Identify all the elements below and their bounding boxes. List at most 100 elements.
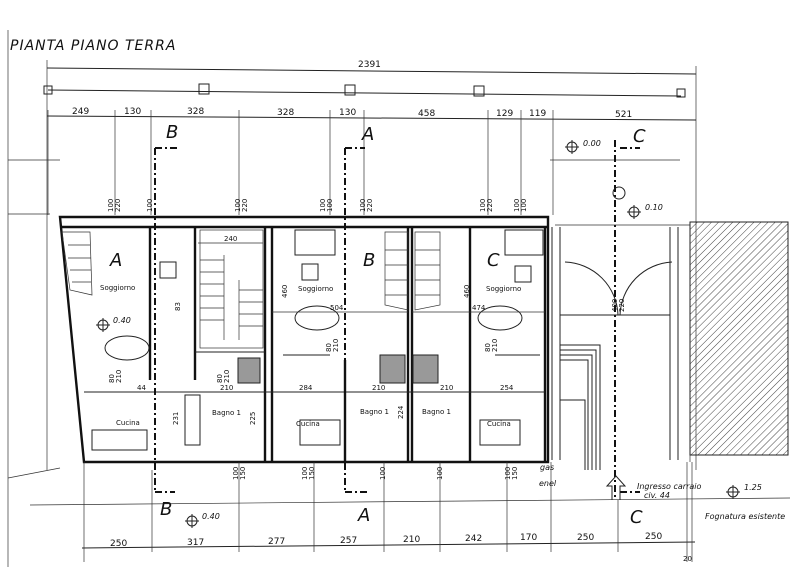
plan-title: PIANTA PIANO TERRA	[10, 38, 176, 54]
svg-text:100: 100	[234, 199, 242, 212]
garage-dim: 400	[611, 299, 619, 312]
svg-text:100: 100	[319, 199, 327, 212]
room-label-cucina: Cucina	[116, 419, 140, 427]
svg-text:100: 100	[479, 199, 487, 212]
inner-dim: 254	[500, 384, 514, 392]
garage	[551, 140, 679, 500]
svg-text:80: 80	[325, 343, 333, 352]
inner-dim: 460	[281, 285, 289, 298]
garage-dim: 220	[618, 299, 626, 312]
furniture	[91, 229, 544, 451]
svg-text:20: 20	[683, 555, 692, 563]
elevation-label: 1.25	[744, 483, 762, 492]
dim-label: 129	[496, 109, 513, 119]
svg-text:277: 277	[268, 537, 285, 547]
room-label-bagno: Bagno 1	[422, 408, 451, 416]
dim-label: 130	[339, 108, 356, 118]
svg-text:250: 250	[645, 532, 662, 542]
elevation-label: 0.40	[202, 512, 220, 521]
section-a-top: A	[361, 124, 374, 145]
svg-text:250: 250	[577, 533, 594, 543]
room-label-cucina: Cucina	[296, 420, 320, 428]
inner-dim: 474	[472, 304, 486, 312]
bottom-dimension-row: 250 317 277 257 210 242 170 250 250 20	[81, 462, 696, 563]
stairs	[61, 229, 441, 349]
dim-label: 328	[277, 108, 294, 118]
section-c-top: C	[633, 126, 646, 147]
unit-c-label: C	[487, 250, 500, 271]
hatched-area	[689, 221, 789, 456]
dim-label: 521	[615, 110, 632, 120]
unit-a-label: A	[109, 250, 122, 271]
svg-text:210: 210	[223, 370, 231, 383]
room-label-soggiorno: Soggiorno	[298, 285, 333, 293]
dim-label: 458	[418, 109, 435, 119]
elevation-label: 0.10	[645, 203, 663, 212]
svg-text:80: 80	[108, 374, 116, 383]
svg-text:100: 100	[326, 199, 334, 212]
room-label-bagno: Bagno 1	[360, 408, 389, 416]
inner-dim: 210	[220, 384, 233, 392]
inner-dim: 83	[174, 302, 182, 311]
svg-text:100: 100	[359, 199, 367, 212]
dim-label: 249	[72, 107, 89, 117]
room-label-bagno: Bagno 1	[212, 409, 241, 417]
svg-text:150: 150	[511, 467, 519, 480]
svg-text:100: 100	[146, 199, 154, 212]
svg-text:100: 100	[301, 467, 309, 480]
svg-text:170: 170	[520, 533, 537, 543]
inner-dim: 231	[172, 412, 180, 425]
entrance-label: Ingresso carraio	[637, 482, 701, 491]
svg-text:150: 150	[239, 467, 247, 480]
inner-dim: 224	[397, 405, 405, 419]
svg-text:257: 257	[340, 536, 357, 546]
room-label-soggiorno: Soggiorno	[486, 285, 521, 293]
inner-dim: 210	[372, 384, 385, 392]
svg-text:317: 317	[187, 538, 204, 548]
elevation-label: 0.00	[583, 139, 601, 148]
top-dimension-row: 249 130 328 328 130 458 129 119 521	[46, 107, 697, 215]
dim-label: 130	[124, 107, 141, 117]
svg-text:100: 100	[232, 467, 240, 480]
enel-label: enel	[539, 479, 557, 488]
inner-dim: 225	[249, 412, 257, 425]
inner-dim: 284	[299, 384, 313, 392]
svg-text:220: 220	[114, 199, 122, 212]
svg-text:80: 80	[216, 374, 224, 383]
section-a-bottom: A	[357, 505, 370, 526]
room-label-cucina: Cucina	[487, 420, 511, 428]
svg-text:242: 242	[465, 534, 482, 544]
elevation-marker-icons	[96, 140, 740, 528]
svg-text:210: 210	[491, 339, 499, 352]
section-lines	[154, 147, 640, 493]
gas-label: gas	[540, 463, 554, 472]
inner-dim: 44	[137, 384, 146, 392]
inner-dim: 210	[440, 384, 453, 392]
inner-dim: 460	[463, 285, 471, 298]
unit-b-label: B	[363, 250, 375, 271]
svg-text:210: 210	[332, 339, 340, 352]
room-label-soggiorno: Soggiorno	[100, 284, 135, 292]
svg-text:100: 100	[504, 467, 512, 480]
inner-dim: 240	[224, 235, 237, 243]
building-walls	[58, 215, 550, 464]
section-b-top: B	[166, 122, 178, 143]
dim-label: 328	[187, 107, 204, 117]
overall-dim-label: 2391	[358, 60, 381, 70]
svg-text:80: 80	[484, 343, 492, 352]
elevation-label: 0.40	[113, 316, 131, 325]
svg-text:100: 100	[107, 199, 115, 212]
civic-number-label: civ. 44	[644, 491, 670, 500]
section-c-bottom: C	[630, 507, 643, 528]
pillar-line	[43, 83, 686, 98]
entrance-arrow-icon	[605, 475, 627, 500]
section-b-bottom: B	[160, 499, 172, 520]
svg-text:210: 210	[115, 370, 123, 383]
sewer-label: Fognatura esistente	[705, 512, 785, 521]
svg-text:100: 100	[520, 199, 528, 212]
svg-text:210: 210	[403, 535, 420, 545]
svg-text:150: 150	[308, 467, 316, 480]
svg-text:100: 100	[513, 199, 521, 212]
svg-text:220: 220	[486, 199, 494, 212]
inner-dim: 504	[330, 304, 344, 312]
